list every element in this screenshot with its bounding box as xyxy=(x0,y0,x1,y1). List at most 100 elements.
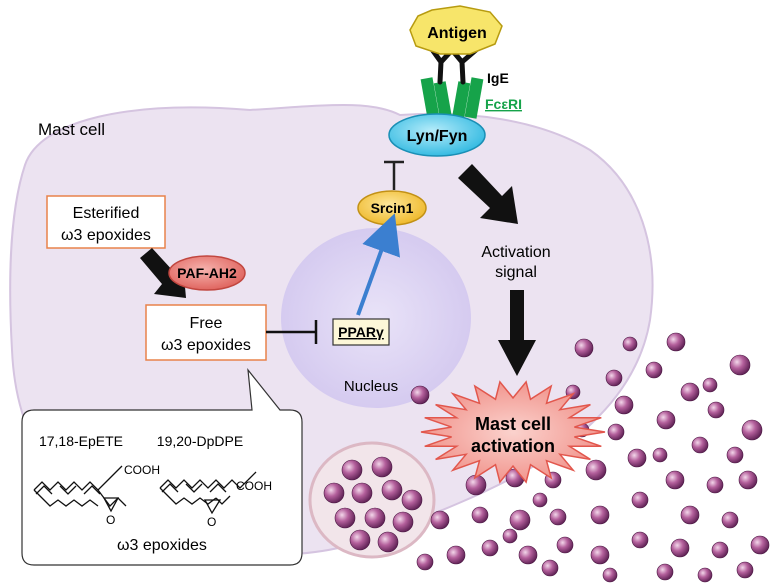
granule xyxy=(556,536,574,554)
granule xyxy=(509,509,531,531)
granule xyxy=(656,563,674,581)
antigen xyxy=(409,5,503,55)
activation-burst xyxy=(420,380,606,484)
granule xyxy=(341,459,363,481)
granule xyxy=(471,506,489,524)
cooh-2: COOH xyxy=(236,479,272,493)
granule xyxy=(502,528,518,544)
activation-signal-line1: Activation xyxy=(481,244,550,261)
omega3-epoxides-caption: ω3 epoxides xyxy=(117,537,207,554)
granule xyxy=(711,541,729,559)
esterified-line1: Esterified xyxy=(73,205,140,222)
signal-to-activation-arrow xyxy=(498,290,536,376)
epete-structure xyxy=(33,465,127,513)
mast-cell-activation-line1: Mast cell xyxy=(475,414,551,434)
granule xyxy=(377,531,399,553)
o-2: O xyxy=(207,515,216,529)
srcin1-inhibition xyxy=(384,160,404,190)
paf-ah2-label: PAF-AH2 xyxy=(177,265,237,281)
granule xyxy=(614,395,634,415)
ppar-to-srcin1-arrow xyxy=(356,213,401,316)
granule xyxy=(416,553,434,571)
granule xyxy=(351,482,373,504)
cooh-1: COOH xyxy=(124,463,160,477)
granule xyxy=(702,377,718,393)
dpdpe-label: 19,20-DpDPE xyxy=(157,433,243,449)
esterified-to-free-arrow xyxy=(140,248,186,298)
granule xyxy=(334,507,356,529)
epoxide-structures-callout xyxy=(21,368,303,566)
granule xyxy=(574,338,594,358)
granule xyxy=(349,529,371,551)
free-epoxides-box xyxy=(145,304,267,361)
granule xyxy=(364,507,386,529)
granule xyxy=(401,489,423,511)
fceri-label: FcεRI xyxy=(485,96,522,112)
granule xyxy=(392,511,414,533)
granule xyxy=(680,505,700,525)
o-1: O xyxy=(106,513,115,527)
epete-label: 17,18-EpETE xyxy=(39,433,123,449)
lyn-fyn-label: Lyn/Fyn xyxy=(407,128,468,145)
granule xyxy=(750,535,770,555)
granule xyxy=(707,401,725,419)
granule xyxy=(518,545,538,565)
antigen-label: Antigen xyxy=(427,25,487,42)
granule xyxy=(631,531,649,549)
vesicle-granules xyxy=(323,456,423,553)
granule xyxy=(666,332,686,352)
granule xyxy=(541,559,559,577)
granule xyxy=(381,479,403,501)
fceri-receptor xyxy=(420,77,484,121)
granule xyxy=(670,538,690,558)
granule xyxy=(736,561,754,579)
granule xyxy=(645,361,663,379)
ppar-box xyxy=(332,318,390,346)
granule xyxy=(607,423,625,441)
granule xyxy=(371,456,393,478)
granule xyxy=(605,369,623,387)
granule xyxy=(410,385,430,405)
esterified-line2: ω3 epoxides xyxy=(61,227,151,244)
granule xyxy=(665,470,685,490)
granule xyxy=(549,508,567,526)
granule xyxy=(706,476,724,494)
granule xyxy=(691,436,709,454)
esterified-epoxides-box xyxy=(46,195,166,249)
granule xyxy=(738,470,758,490)
granule xyxy=(602,567,618,583)
granule xyxy=(631,491,649,509)
paf-ah2 xyxy=(168,255,246,291)
granule xyxy=(656,410,676,430)
granule xyxy=(590,505,610,525)
nucleus-label: Nucleus xyxy=(344,378,398,395)
granule xyxy=(585,459,607,481)
granule xyxy=(481,539,499,557)
granule xyxy=(741,419,763,441)
free-line1: Free xyxy=(190,315,223,332)
granule xyxy=(680,382,700,402)
nucleus xyxy=(281,228,471,408)
granule xyxy=(430,510,450,530)
free-to-ppar-inhibition xyxy=(266,320,318,344)
granule xyxy=(726,446,744,464)
activation-signal-line2: signal xyxy=(495,264,537,281)
lyn-to-signal-arrow xyxy=(458,164,518,224)
granule xyxy=(532,492,548,508)
released-granules xyxy=(410,332,770,583)
granule xyxy=(697,567,713,583)
dpdpe-structure xyxy=(159,471,257,515)
ige-label: IgE xyxy=(487,70,509,86)
granule xyxy=(652,447,668,463)
granule xyxy=(721,511,739,529)
ppar-label: PPARγ xyxy=(338,324,384,340)
mast-cell-activation-line2: activation xyxy=(471,436,555,456)
mast-cell-label: Mast cell xyxy=(38,120,105,139)
granule xyxy=(446,545,466,565)
granule xyxy=(590,545,610,565)
srcin1-label: Srcin1 xyxy=(371,200,414,216)
granule xyxy=(622,336,638,352)
granule xyxy=(627,448,647,468)
granule xyxy=(729,354,751,376)
